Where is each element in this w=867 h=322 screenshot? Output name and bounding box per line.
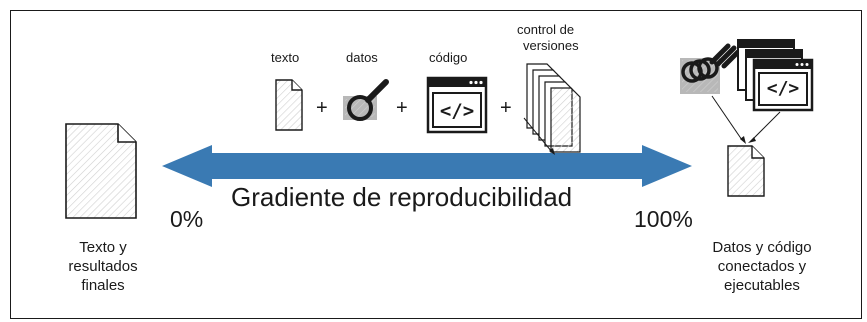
left-caption-line-3: finales xyxy=(81,277,125,294)
percent-low: 0% xyxy=(170,206,204,232)
code-glyph-right: </> xyxy=(766,78,800,99)
connected-data-code-icon xyxy=(680,39,814,144)
final-document-icon xyxy=(65,123,137,219)
magnifier-data-icon xyxy=(343,79,389,121)
code-glyph: </> xyxy=(439,100,475,122)
diagram-frame xyxy=(10,10,862,319)
right-caption-line-1: Datos y código xyxy=(712,239,812,256)
text-document-icon xyxy=(275,79,303,131)
label-texto: texto xyxy=(271,50,300,65)
plus-2: + xyxy=(396,97,408,119)
left-caption: Texto y resultados finales xyxy=(48,238,158,295)
gradient-title: Gradiente de reproducibilidad xyxy=(231,182,573,212)
bottom-edge xyxy=(0,320,867,322)
plus-1: + xyxy=(316,97,328,119)
right-caption-line-2: conectados y xyxy=(717,258,807,275)
left-caption-line-1: Texto y xyxy=(79,239,127,256)
plus-3: + xyxy=(500,97,512,119)
left-caption-line-2: resultados xyxy=(68,258,138,275)
label-datos: datos xyxy=(346,50,378,65)
right-caption: Datos y código conectados y ejecutables xyxy=(692,238,832,295)
label-codigo: código xyxy=(429,50,468,65)
versioned-documents-icon xyxy=(523,63,581,155)
label-control-versiones-2: versiones xyxy=(523,38,579,53)
percent-high: 100% xyxy=(634,206,693,232)
right-caption-line-3: ejecutables xyxy=(724,277,800,294)
reproducibility-arrow xyxy=(162,145,692,187)
code-window-icon xyxy=(426,76,488,134)
executable-document-icon xyxy=(727,145,765,197)
label-control-versiones-1: control de xyxy=(517,22,575,37)
